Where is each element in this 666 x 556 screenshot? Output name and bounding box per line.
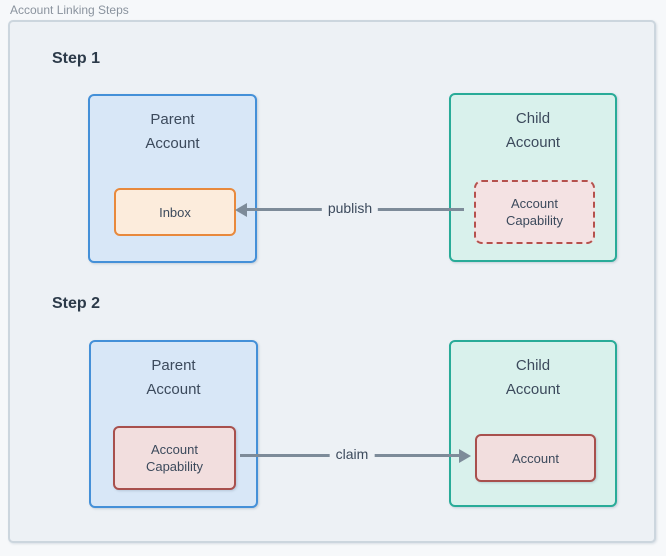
step-2-claim-arrowhead-icon	[459, 449, 471, 463]
step-1-inbox-label: Inbox	[159, 204, 191, 220]
step-2-account-capability-label: Account Capability	[145, 442, 204, 474]
step-1-publish-arrow-label: publish	[321, 200, 379, 216]
step-1-heading: Step 1	[52, 50, 101, 67]
step-2-account-capability-box: Account Capability	[113, 426, 236, 490]
diagram-title: Account Linking Steps	[10, 3, 129, 17]
step-2-parent-account-box: Parent Account Account Capability	[89, 340, 258, 508]
step-2-heading: Step 2	[52, 295, 101, 312]
step-2-account-label: Account	[512, 450, 559, 466]
step-1-inbox-box: Inbox	[114, 188, 236, 236]
step-1-account-capability-box: Account Capability	[474, 180, 595, 244]
step-2-child-account-title: Child Account	[505, 357, 561, 398]
step-2-account-box: Account	[475, 434, 596, 482]
diagram-canvas: Step 1 Parent Account Inbox Child Accoun…	[8, 20, 656, 543]
step-2-child-account-box: Child Account Account	[449, 340, 617, 507]
step-1-child-account-box: Child Account Account Capability	[449, 93, 617, 262]
step-2-parent-account-title: Parent Account	[146, 357, 201, 398]
step-1-publish-arrowhead-icon	[235, 203, 247, 217]
step-1-child-account-title: Child Account	[505, 110, 561, 151]
step-1-parent-account-box: Parent Account Inbox	[88, 94, 257, 263]
step-1-parent-account-title: Parent Account	[145, 111, 200, 152]
step-2-claim-arrow-label: claim	[329, 446, 375, 462]
step-1-account-capability-label: Account Capability	[505, 196, 564, 228]
